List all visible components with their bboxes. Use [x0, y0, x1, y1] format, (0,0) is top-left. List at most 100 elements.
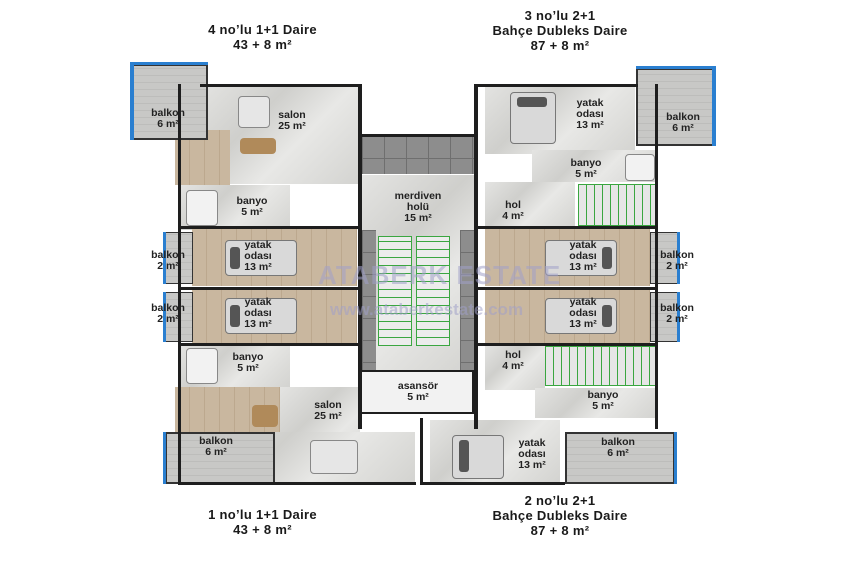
title-bottom-right-line2: Bahçe Dubleks Daire [492, 508, 628, 523]
r-yatak-1-area: 13 m² [569, 261, 597, 273]
br-hol-label: hol 4 m² [488, 350, 538, 372]
r-balkon-2-name: balkon [660, 302, 694, 314]
l-yatak-1-name2: odası [244, 250, 272, 262]
bl-balkon-name: balkon [199, 435, 233, 447]
core-tile-right [460, 230, 474, 370]
title-top-left-line1: 4 no’lu 1+1 Daire [208, 22, 317, 37]
tl-dining-table [240, 138, 276, 154]
wall-bottom-right [420, 482, 565, 485]
wall-right-mid-1 [474, 226, 658, 229]
title-bottom-left: 1 no’lu 1+1 Daire 43 + 8 m² [150, 507, 375, 537]
tr-yatak-label: yatak odası 13 m² [560, 98, 620, 131]
br-balkon-label: balkon 6 m² [588, 437, 648, 459]
asansor-room [360, 370, 474, 414]
bl-banyo-name: banyo [232, 351, 264, 363]
title-bottom-right: 2 no’lu 2+1 Bahçe Dubleks Daire 87 + 8 m… [440, 493, 680, 538]
r-yatak-1-name2: odası [569, 250, 597, 262]
merdiven-name: merdiven [394, 190, 442, 202]
tr-yatak-name2: odası [576, 108, 604, 120]
wall-bottom-left [178, 482, 416, 485]
wall-right-mid-2 [474, 287, 658, 290]
tr-balkon-name: balkon [666, 111, 700, 123]
wall-left-mid-3 [178, 343, 360, 346]
tr-stairs [578, 184, 658, 226]
bl-balkon-glass [163, 432, 166, 484]
l-balkon-2-glass [163, 292, 166, 342]
l-balkon-1-glass [163, 232, 166, 284]
tr-bathtub [625, 154, 655, 181]
title-top-right-line3: 87 + 8 m² [530, 38, 590, 53]
watermark-url: www.ataberkestate.com [330, 300, 524, 319]
tl-balkon-name: balkon [151, 107, 185, 119]
tr-balkon-glass [712, 68, 716, 146]
r-balkon-2-room [650, 292, 678, 342]
tr-balkon-glass-top [636, 66, 716, 69]
tr-yatak-area: 13 m² [576, 119, 604, 131]
tl-banyo-area: 5 m² [241, 206, 263, 218]
br-hol-area: 4 m² [502, 360, 524, 372]
wall-left-mid-1 [178, 226, 360, 229]
br-banyo-room [535, 388, 657, 418]
core-stairs [378, 236, 412, 346]
wall-core-right [474, 84, 478, 429]
wall-left-outer [178, 84, 181, 484]
tl-salon-area: 25 m² [278, 120, 306, 132]
title-bottom-left-line1: 1 no’lu 1+1 Daire [208, 507, 317, 522]
tr-yatak-name: yatak [576, 97, 604, 109]
title-bottom-right-line1: 2 no’lu 2+1 [524, 493, 596, 508]
merdiven-label: merdiven holü 15 m² [378, 191, 458, 224]
r-yatak-1-label: yatak odası 13 m² [553, 240, 613, 273]
br-banyo-name: banyo [587, 389, 619, 401]
tl-bathtub [186, 190, 218, 226]
l-balkon-2-area: 2 m² [157, 313, 179, 325]
br-balkon-room [565, 432, 675, 484]
br-balkon-glass [674, 432, 677, 484]
bl-balkon-area: 6 m² [205, 446, 227, 458]
tr-balkon-area: 6 m² [672, 122, 694, 134]
tl-balkon-glass-top [130, 62, 208, 65]
tr-hol-name: hol [505, 199, 521, 211]
r-yatak-1-name: yatak [569, 239, 597, 251]
title-top-left-line2: 43 + 8 m² [233, 37, 292, 52]
tl-balkon-label: balkon 6 m² [138, 108, 198, 130]
title-bottom-left-line2: 43 + 8 m² [233, 522, 292, 537]
asansor-label: asansör 5 m² [378, 381, 458, 403]
tr-banyo-label: banyo 5 m² [556, 158, 616, 180]
tl-sofa [238, 96, 270, 128]
l-yatak-1-label: yatak odası 13 m² [228, 240, 288, 273]
l-balkon-2-label: balkon 2 m² [128, 303, 208, 325]
merdiven-name2: holü [406, 201, 430, 213]
tl-banyo-name: banyo [236, 195, 268, 207]
r-bed-1 [545, 240, 617, 276]
r-bed-2 [545, 298, 617, 334]
tl-banyo-label: banyo 5 m² [222, 196, 282, 218]
r-balkon-1-room [650, 232, 678, 284]
wall-br-yatak-left [420, 418, 423, 484]
r-balkon-1-glass [677, 232, 680, 284]
wall-core-top [358, 134, 478, 137]
l-bed-2 [225, 298, 297, 334]
l-balkon-2-name: balkon [151, 302, 185, 314]
l-balkon-1-area: 2 m² [157, 260, 179, 272]
br-hol-room [485, 345, 545, 390]
wall-core-left [358, 84, 362, 429]
l-bed-1 [225, 240, 297, 276]
tl-salon-name: salon [278, 109, 306, 121]
core-tile-left [362, 230, 376, 370]
r-balkon-1-label: balkon 2 m² [637, 250, 717, 272]
l-yatak-1-name: yatak [244, 239, 272, 251]
title-top-left: 4 no’lu 1+1 Daire 43 + 8 m² [150, 22, 375, 52]
bl-balkon-label: balkon 6 m² [186, 436, 246, 458]
r-yatak-2-name2: odası [569, 307, 597, 319]
l-yatak-2-area: 13 m² [244, 318, 272, 330]
bl-banyo-label: banyo 5 m² [218, 352, 278, 374]
bl-salon-name: salon [314, 399, 342, 411]
tl-salon-label: salon 25 m² [262, 110, 322, 132]
br-banyo-area: 5 m² [592, 400, 614, 412]
l-yatak-1-area: 13 m² [244, 261, 272, 273]
tr-banyo-name: banyo [570, 157, 602, 169]
tr-balkon-label: balkon 6 m² [648, 112, 718, 134]
title-bottom-right-line3: 87 + 8 m² [530, 523, 590, 538]
br-stairs [545, 346, 657, 386]
